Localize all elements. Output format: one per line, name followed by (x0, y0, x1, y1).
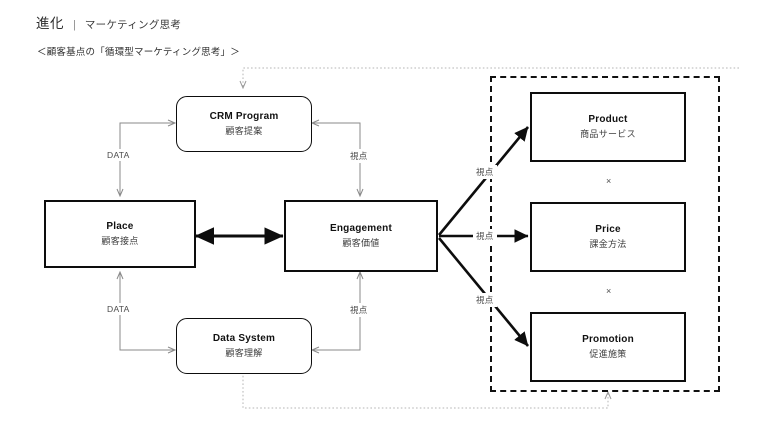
node-place[interactable]: Place 顧客接点 (44, 200, 196, 268)
page-title: 進化 | マーケティング思考 (36, 12, 181, 32)
node-crm-program-subtitle: 顧客提案 (225, 126, 263, 137)
node-engagement[interactable]: Engagement 顧客価値 (284, 200, 438, 272)
node-engagement-subtitle: 顧客価値 (342, 238, 380, 249)
node-product-subtitle: 商品サービス (580, 129, 636, 140)
node-product[interactable]: Product 商品サービス (530, 92, 686, 162)
node-promotion-title: Promotion (582, 333, 634, 345)
node-engagement-title: Engagement (329, 222, 392, 234)
arrow-to-promotion (437, 237, 530, 347)
page-title-main: 進化 (36, 16, 64, 31)
node-data-system-title: Data System (212, 332, 276, 344)
operator-product-price: × (604, 176, 614, 186)
arrow-to-product (437, 126, 530, 236)
feedback-loop-top (243, 67, 739, 88)
edge-label-data-top: DATA (104, 149, 133, 161)
edge-label-shiten-bottom: 視点 (347, 303, 371, 317)
node-price-subtitle: 課金方法 (589, 239, 627, 250)
page-title-sub: マーケティング思考 (84, 19, 182, 31)
node-price-title: Price (595, 223, 621, 235)
node-price[interactable]: Price 課金方法 (530, 202, 686, 272)
node-product-title: Product (588, 113, 628, 125)
node-promotion-subtitle: 促進施策 (589, 349, 627, 360)
node-crm-program-title: CRM Program (209, 110, 279, 122)
edge-label-shiten-promotion: 視点 (473, 293, 497, 307)
edge-label-shiten-price: 視点 (473, 229, 497, 243)
edge-label-shiten-product: 視点 (473, 165, 497, 179)
node-promotion[interactable]: Promotion 促進施策 (530, 312, 686, 382)
edge-label-data-bottom: DATA (104, 303, 133, 315)
page-subtitle: ＜顧客基点の「循環型マーケティング思考」＞ (37, 47, 240, 58)
node-place-subtitle: 顧客接点 (101, 236, 139, 247)
connector-place-crm (120, 123, 175, 196)
node-place-title: Place (106, 220, 134, 232)
edge-label-shiten-top: 視点 (347, 149, 371, 163)
title-separator: | (73, 19, 76, 31)
connector-crm-engagement (312, 123, 360, 196)
node-data-system[interactable]: Data System 顧客理解 (176, 318, 312, 374)
node-crm-program[interactable]: CRM Program 顧客提案 (176, 96, 312, 152)
node-data-system-subtitle: 顧客理解 (225, 348, 263, 359)
operator-price-promotion: × (604, 286, 614, 296)
